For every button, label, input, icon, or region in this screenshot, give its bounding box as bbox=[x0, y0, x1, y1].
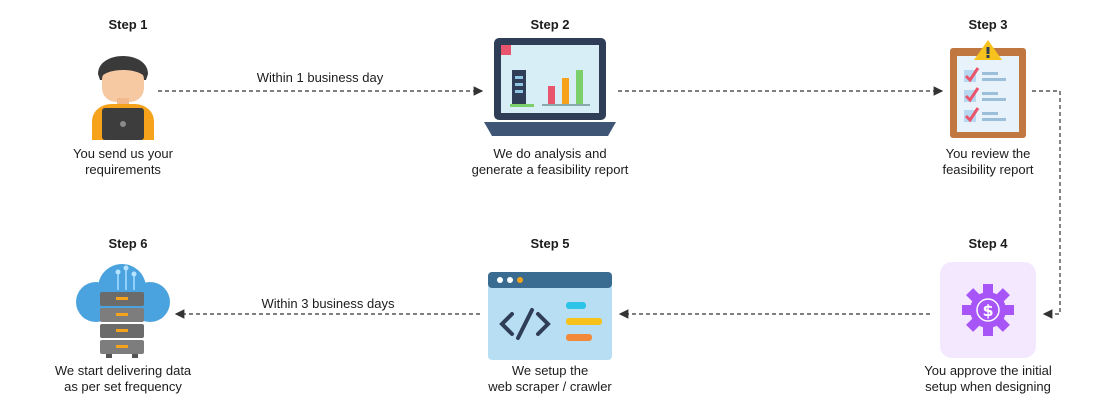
step-2-caption-line1: We do analysis and bbox=[493, 146, 607, 161]
step-5-caption: We setup the web scraper / crawler bbox=[450, 363, 650, 395]
step-6-caption: We start delivering data as per set freq… bbox=[23, 363, 223, 395]
step-1-caption-line1: You send us your bbox=[73, 146, 173, 161]
step-4-label: Step 4 bbox=[968, 236, 1008, 251]
laptop-chart-icon bbox=[484, 38, 616, 136]
timing-step1-to-step2: Within 1 business day bbox=[256, 70, 384, 85]
step-2-label: Step 2 bbox=[530, 17, 570, 32]
step-4-caption-line1: You approve the initial bbox=[924, 363, 1052, 378]
step-5-label: Step 5 bbox=[530, 236, 570, 251]
step-2-caption: We do analysis and generate a feasibilit… bbox=[450, 146, 650, 178]
arrow-step3-to-step4 bbox=[1032, 90, 1061, 319]
svg-text:$: $ bbox=[982, 301, 993, 320]
step-6-label: Step 6 bbox=[108, 236, 148, 251]
step-5-caption-line2: web scraper / crawler bbox=[488, 379, 612, 394]
dollar-gear-icon: $ bbox=[940, 262, 1036, 358]
step-6-caption-line2: as per set frequency bbox=[64, 379, 182, 394]
person-laptop-icon bbox=[92, 56, 154, 140]
step-3-caption-line1: You review the bbox=[945, 146, 1031, 161]
step-5-caption-line1: We setup the bbox=[511, 363, 589, 378]
step-3-label: Step 3 bbox=[968, 17, 1008, 32]
step-4-caption-line2: setup when designing bbox=[925, 379, 1051, 394]
step-1-caption-line2: requirements bbox=[85, 162, 161, 177]
timing-step5-to-step6: Within 3 business days bbox=[261, 296, 395, 311]
step-1-label: Step 1 bbox=[108, 17, 148, 32]
step-1-caption: You send us your requirements bbox=[23, 146, 223, 178]
step-6-caption-line1: We start delivering data bbox=[54, 363, 192, 378]
step-3-caption-line2: feasibility report bbox=[942, 162, 1034, 177]
clipboard-checklist-icon bbox=[950, 40, 1026, 138]
step-2-caption-line2: generate a feasibility report bbox=[471, 162, 629, 177]
code-window-icon bbox=[488, 272, 612, 360]
step-4-caption: You approve the initial setup when desig… bbox=[888, 363, 1088, 395]
step-3-caption: You review the feasibility report bbox=[888, 146, 1088, 178]
cloud-server-icon bbox=[76, 264, 170, 358]
